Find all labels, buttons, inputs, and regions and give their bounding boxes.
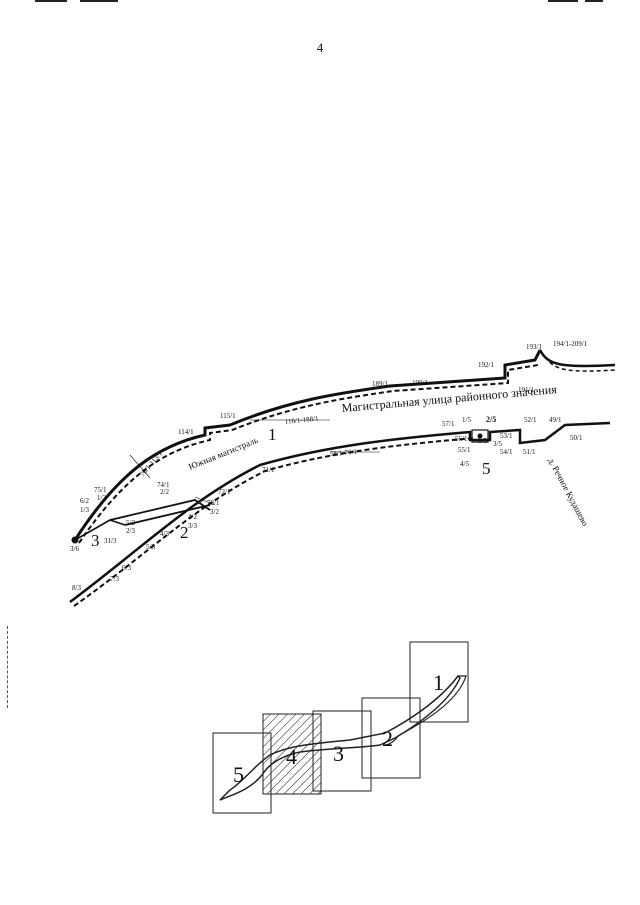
label-57: 57/1: [442, 420, 455, 428]
label-193: 193/1: [526, 343, 542, 351]
index-route-inner: [385, 675, 467, 746]
label-73: 73/1: [207, 499, 220, 507]
upper-route-right-dashed: [544, 356, 616, 372]
sheet-5: [212, 732, 272, 814]
label-2-3: 2/3: [126, 527, 135, 535]
label-6-2: 6/2: [80, 497, 89, 505]
label-194-209: 194/1-209/1: [553, 340, 588, 348]
label-49: 49/1: [549, 416, 562, 424]
connector-2: [109, 499, 211, 526]
street-south-highway: Южная магистраль: [187, 435, 259, 472]
label-6-3: 6/3: [122, 564, 131, 572]
route-number-1: 1: [268, 425, 277, 444]
top-left-mark-2: [80, 0, 118, 2]
label-55: 55/1: [458, 446, 471, 454]
label-1-2: 1/2: [97, 494, 106, 502]
label-53: 53/1: [500, 432, 513, 440]
label-54: 54/1: [500, 448, 513, 456]
index-route: [219, 674, 461, 801]
label-7-3: 7/3: [110, 575, 119, 583]
label-8-3: 8/3: [72, 584, 81, 592]
upper-street-solid: [73, 349, 542, 541]
label-5-2: 5/2: [126, 519, 135, 527]
label-3-5: 3/5: [493, 440, 502, 448]
street-rechnoe: д. Речное Кудашево: [546, 456, 590, 528]
top-left-mark: [35, 0, 67, 2]
index-label-5: 5: [233, 762, 244, 787]
label-190: 190/1: [412, 379, 428, 387]
label-189: 189/1: [372, 380, 388, 388]
label-3-6: 3/6: [70, 545, 79, 553]
index-label-2: 2: [382, 726, 393, 751]
label-192: 192/1: [478, 361, 494, 369]
index-label-1: 1: [433, 670, 444, 695]
node-3-6: [71, 536, 79, 544]
top-right-mark: [548, 0, 578, 2]
lower-street-dashed: [73, 437, 476, 607]
label-191: 191/1: [518, 386, 534, 394]
label-116-188: 116/1-188/1: [284, 414, 319, 426]
sheet-1: [409, 641, 469, 723]
label-50: 50/1: [570, 434, 583, 442]
label-71: 71/1: [262, 466, 275, 474]
index-label-4: 4: [286, 744, 297, 769]
index-map: 1 2 3 4 5: [212, 641, 469, 814]
label-58-70: 58/1-70/1: [329, 448, 357, 458]
label-56: 56/1: [455, 435, 468, 443]
label-4-3: 4/3: [160, 530, 169, 538]
upper-street-dashed: [78, 364, 539, 544]
label-1-3: 1/3: [80, 506, 89, 514]
label-75: 75/1: [94, 486, 107, 494]
label-51: 51/1: [523, 448, 536, 456]
margin-line: [7, 626, 8, 708]
label-5-3: 5/3: [146, 543, 155, 551]
route-number-3: 3: [91, 531, 100, 550]
connector-left: [74, 519, 126, 541]
junction-5-dot: [477, 433, 483, 439]
route-number-2: 2: [180, 523, 189, 542]
junction-5: [471, 429, 489, 443]
label-74: 74/1: [157, 481, 170, 489]
page-number: 4: [316, 40, 324, 55]
route-number-5: 5: [482, 459, 491, 478]
leader-lines: [129, 419, 380, 506]
label-2-2: 2/2: [160, 488, 169, 496]
label-3-3: 3/3: [188, 522, 197, 530]
index-label-3: 3: [333, 741, 344, 766]
label-31-3: 31/3: [104, 537, 117, 545]
label-3-2: 3/2: [210, 508, 219, 516]
label-115: 115/1: [220, 412, 236, 420]
label-5-5: 5/5: [478, 437, 487, 445]
upper-route-right: [538, 349, 616, 368]
label-4-2: 4/2: [188, 513, 197, 521]
label-2-5: 2/5: [486, 415, 496, 424]
label-114: 114/1: [178, 428, 194, 436]
label-72: 72/1: [218, 488, 231, 496]
label-4-5: 4/5: [460, 460, 469, 468]
label-52: 52/1: [524, 416, 537, 424]
top-right-mark-2: [585, 0, 603, 2]
label-1-5: 1/5: [462, 416, 471, 424]
